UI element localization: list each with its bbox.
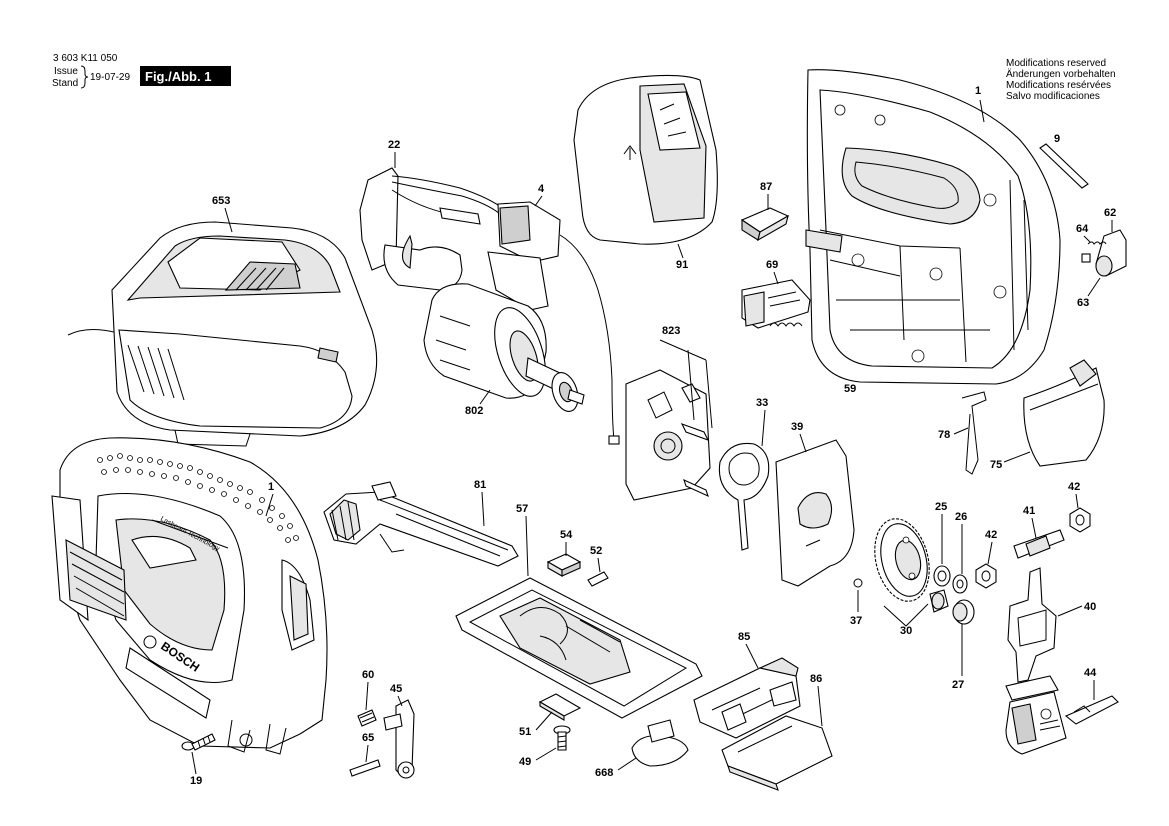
issue-date: 19-07-29 [90,72,130,83]
modifications-notice: Modifications reserved Änderungen vorbeh… [1006,58,1116,102]
part-label-9: 9 [1054,133,1060,145]
part-42-nut-right: 42 [1068,481,1091,533]
part-label-1-top: 1 [975,85,981,97]
part-label-87: 87 [760,181,772,193]
part-1-housing-main: Lasbeam Technology BOSCH 1 [51,437,328,755]
part-823-mount-plate: 823 [625,325,713,501]
part-label-42-left: 42 [985,529,997,541]
part-label-42-right: 42 [1068,481,1080,493]
part-label-25: 25 [935,501,947,513]
part-label-4: 4 [538,183,545,195]
part-91-battery-cover: 91 [573,74,718,271]
part-label-40: 40 [1084,601,1096,613]
part-52-clip: 52 [587,545,609,587]
part-label-64: 64 [1076,223,1089,235]
part-label-65: 65 [362,732,374,744]
doc-number: 3 603 K11 050 [53,53,118,64]
part-label-1-main: 1 [268,481,274,493]
part-label-45: 45 [390,683,402,695]
part-label-51: 51 [519,726,531,738]
part-label-802: 802 [465,405,483,417]
part-86-dust-cover: 86 [721,673,833,791]
part-label-62: 62 [1104,207,1116,219]
part-label-91: 91 [676,259,688,271]
part-label-653: 653 [212,195,230,207]
part-label-78: 78 [938,429,950,441]
part-9-strip: 9 [1039,133,1089,189]
notice-line-de: Änderungen vorbehalten [1006,68,1116,80]
notice-line-es: Salvo modificaciones [1006,91,1100,102]
part-57-base-plate: 57 [455,503,703,719]
part-label-30: 30 [900,625,912,637]
part-label-85: 85 [738,631,750,643]
part-label-37: 37 [850,615,862,627]
part-label-69: 69 [766,259,778,271]
part-62-64-63-lock: 62 64 63 [1076,207,1127,309]
part-39-plate: 39 [775,421,855,587]
part-label-60: 60 [362,669,374,681]
part-label-26: 26 [955,511,967,523]
part-51-plate: 51 [519,693,582,738]
part-roller-cartridge [1005,675,1067,755]
part-33-loop: 33 [718,397,770,551]
part-49-screw: 49 [519,725,571,768]
part-42-nut-left: 42 [975,529,997,589]
part-label-54: 54 [560,529,573,541]
part-653-charger: 653 [67,195,378,447]
part-802-motor: 802 [423,283,585,417]
part-668-key: 668 [595,719,689,779]
part-65-pin: 65 [349,732,381,777]
figure-label: Fig./Abb. 1 [145,69,211,84]
part-label-823: 823 [662,325,680,337]
part-label-63: 63 [1077,297,1089,309]
part-4-switch: 4 [487,183,620,445]
part-22-wiring-bracket: 22 [359,139,506,291]
part-1-housing-half-right: 1 [805,69,1061,385]
document-header: 3 603 K11 050 Issue Stand 19-07-29 Fig./… [52,53,231,89]
part-label-59: 59 [844,383,856,395]
part-75-blade-guard: 75 [990,359,1105,471]
part-27-bushing: 27 [952,599,975,691]
part-label-39: 39 [791,421,803,433]
part-54-pad: 54 [546,529,582,577]
part-30-gear: 30 [874,518,949,637]
part-25-washer: 25 [933,501,951,587]
part-label-22: 22 [388,139,400,151]
part-label-81: 81 [474,479,486,491]
part-87-button: 87 [740,181,790,242]
part-78-wire-spring: 78 [938,391,987,475]
figure-label-box [140,66,231,86]
part-26-ring: 26 [952,511,968,594]
part-label-44: 44 [1084,667,1097,679]
part-81-slide-bar: 81 [323,479,519,567]
notice-line-fr: Modifications resérvées [1006,80,1111,91]
part-44-lever: 44 [1064,667,1119,725]
part-label-86: 86 [810,673,822,685]
stand-label: Stand [52,78,78,89]
part-69-latch: 69 [741,259,811,329]
header-brace [80,65,89,89]
part-label-52: 52 [590,545,602,557]
part-label-41: 41 [1023,505,1035,517]
part-19-screw: 19 [181,733,216,787]
part-label-75: 75 [990,459,1002,471]
part-label-57: 57 [516,503,528,515]
notice-line-en: Modifications reserved [1006,58,1106,69]
part-85-dust-adapter: 85 [693,631,801,739]
part-40-plunger: 40 [1007,567,1096,683]
part-37-ring: 37 [850,578,863,627]
issue-label: Issue [54,66,78,77]
part-label-33: 33 [756,397,768,409]
part-label-668: 668 [595,767,613,779]
part-41-pin: 41 [1013,505,1065,559]
part-45-lever: 45 [383,683,415,779]
part-label-19: 19 [190,775,202,787]
part-label-27: 27 [952,679,964,691]
part-label-49: 49 [519,756,531,768]
part-60-pad: 60 [357,669,377,727]
